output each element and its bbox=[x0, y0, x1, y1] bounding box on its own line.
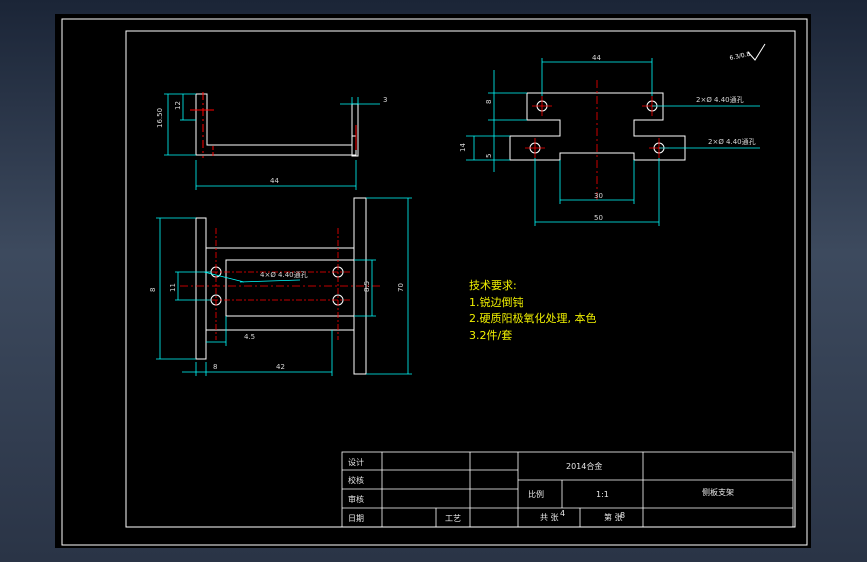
label-date: 日期 bbox=[348, 514, 364, 523]
dim-side-height-upper: 12 bbox=[174, 101, 182, 110]
roughness-symbol: 6.3/0.8 bbox=[729, 43, 766, 62]
label-design: 设计 bbox=[348, 457, 364, 467]
dim-right-h-top: 8 bbox=[485, 100, 493, 104]
title-block bbox=[341, 451, 794, 528]
dim-side-thickness: 3 bbox=[383, 96, 387, 104]
dim-side-height-total: 16.50 bbox=[156, 108, 164, 128]
dim-top-inner-height: 11 bbox=[169, 283, 177, 292]
label-review: 审核 bbox=[348, 494, 364, 504]
dim-right-w-mid: 30 bbox=[594, 192, 603, 200]
right-view: 44 8 14 5 30 50 2×Ø 4.40通孔 2×Ø 4.40通孔 bbox=[459, 54, 760, 226]
dim-top-length: 70 bbox=[397, 283, 405, 292]
dim-right-h-small: 5 bbox=[485, 154, 493, 158]
title-block-text: 设计 校核 审核 日期 2014合金 比例 1:1 侧板支架 工艺 共 张 4 … bbox=[348, 457, 734, 523]
sheet-number-value: 8 bbox=[620, 511, 625, 520]
dim-top-height: 8 bbox=[149, 288, 157, 292]
top-view-left-flange bbox=[195, 217, 207, 360]
right-view-hole-bottom-note: 2×Ø 4.40通孔 bbox=[708, 137, 756, 146]
dim-side-width: 44 bbox=[270, 177, 279, 185]
requirements-title: 技术要求: bbox=[469, 279, 517, 292]
side-view: 16.50 12 3 44 bbox=[156, 92, 387, 190]
dim-top-offset: 4.5 bbox=[244, 333, 255, 341]
dim-right-h-bottom: 14 bbox=[459, 143, 467, 152]
requirement-item: 2.硬质阳极氧化处理, 本色 bbox=[469, 311, 597, 325]
process-label: 工艺 bbox=[445, 514, 461, 523]
top-view-holes-note: 4×Ø 4.40通孔 bbox=[260, 270, 308, 279]
top-view: 8 11 70 8.5 8 42 4.5 4×Ø 4.40通孔 bbox=[149, 197, 412, 376]
right-view-hole-top-note: 2×Ø 4.40通孔 bbox=[696, 95, 744, 104]
material: 2014合金 bbox=[566, 461, 602, 471]
outer-border bbox=[61, 18, 808, 546]
dim-top-hole-spacing: 8.5 bbox=[363, 281, 371, 292]
sheet-total-value: 4 bbox=[560, 509, 565, 518]
top-view-slot bbox=[225, 259, 355, 317]
drawing-canvas bbox=[55, 14, 811, 548]
scale-value: 1:1 bbox=[596, 490, 609, 499]
scale-label: 比例 bbox=[528, 489, 544, 499]
sheet-total: 共 张 bbox=[540, 513, 559, 522]
dim-top-spacing: 42 bbox=[276, 363, 285, 371]
dim-top-end: 8 bbox=[213, 363, 217, 371]
roughness-label: 6.3/0.8 bbox=[729, 51, 751, 62]
label-check: 校核 bbox=[348, 475, 364, 485]
sheet-number: 第 张 bbox=[604, 512, 623, 522]
dim-right-width-top: 44 bbox=[592, 54, 601, 62]
part-name: 侧板支架 bbox=[702, 487, 734, 497]
requirement-item: 3.2件/套 bbox=[469, 329, 512, 342]
requirement-item: 1.锐边倒钝 bbox=[469, 295, 524, 309]
technical-requirements: 技术要求: 1.锐边倒钝 2.硬质阳极氧化处理, 本色 3.2件/套 bbox=[469, 279, 597, 342]
dim-right-w-bottom: 50 bbox=[594, 214, 603, 222]
